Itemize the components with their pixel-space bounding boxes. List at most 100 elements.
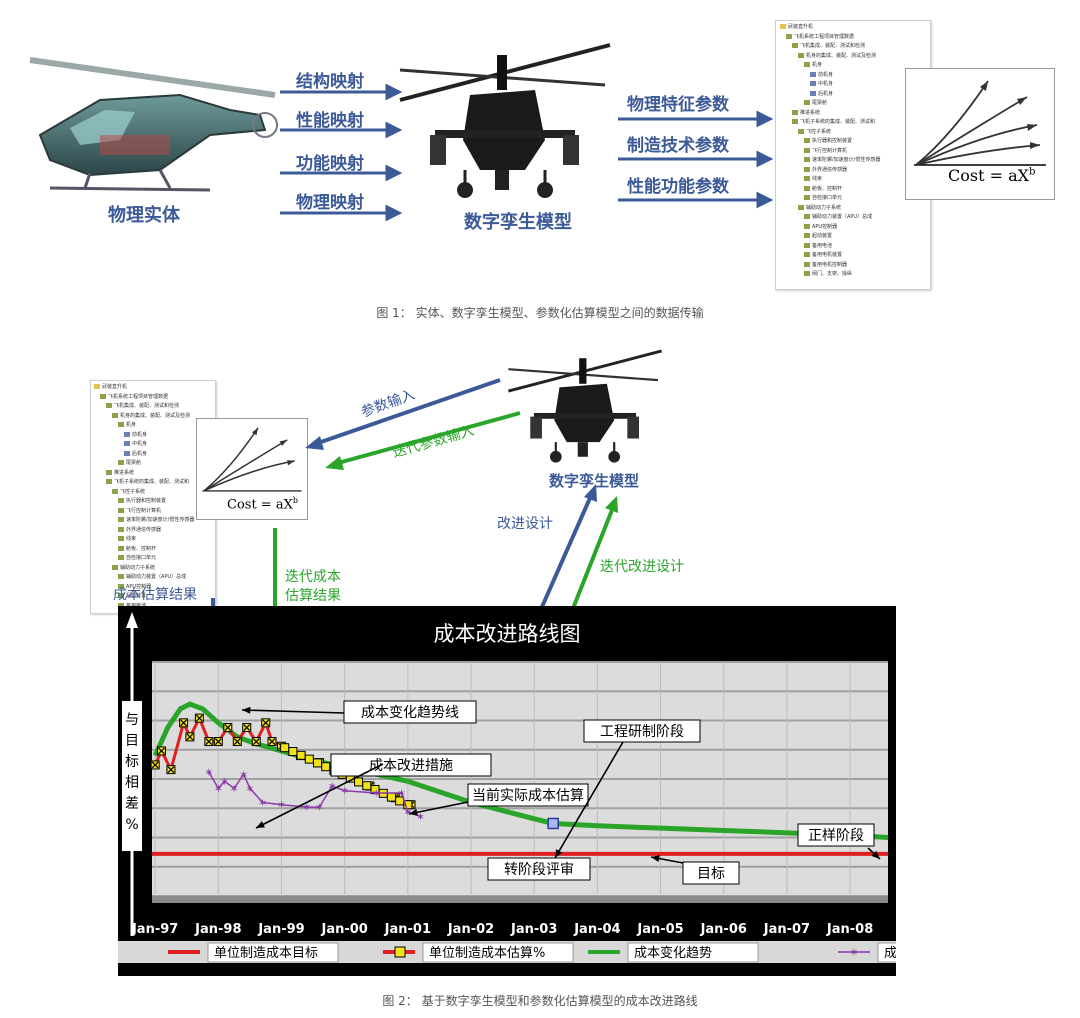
tree-item[interactable]: 机身 [780,61,928,71]
tree-item[interactable]: 后机身 [780,90,928,100]
tree-item-label: 执行器和控制装置 [812,138,853,144]
tree-item[interactable]: 飞机集成、装配、测试和检测 [780,42,928,52]
tree-item[interactable]: 辅助动力子系统 [780,204,928,214]
tree-item[interactable]: 前机身 [94,431,213,441]
callout-target: 目标 [697,866,725,882]
tree-item[interactable]: 线束 [94,535,213,545]
tree-item[interactable]: 速率陀螺/加速度计/惯性传感器 [94,516,213,526]
node-icon [804,271,810,276]
legend-label-0: 单位制造成本目标 [214,946,318,961]
estimate-point-x [252,738,260,745]
x-tick-label: Jan-98 [194,922,241,937]
tree-item[interactable]: 飞机子系统的集成、装配、测试和 [94,478,213,488]
node-icon [124,441,130,446]
ylabel-char: 与 [125,712,139,728]
tree-item[interactable]: APU控制器 [780,223,928,233]
helicopter-photo-icon [29,57,278,192]
tree-item[interactable]: 中机身 [94,440,213,450]
tree-item[interactable]: 飞控子系统 [780,128,928,138]
iter-cost-result-label-1: 迭代成本 [285,569,341,585]
tree-item[interactable]: 自检接口单元 [94,554,213,564]
iter-improve-design-label: 迭代改进设计 [600,559,684,575]
tree-item[interactable]: 武装直升机 [780,23,928,33]
tree-item[interactable]: 备用电池 [94,602,213,612]
tree-item[interactable]: 舱板、控制杆 [780,185,928,195]
tree-item[interactable]: 舱板、控制杆 [94,545,213,555]
tree-item[interactable]: 机身的集成、装配、测试及检测 [94,412,213,422]
x-tick-label: Jan-06 [700,922,747,937]
node-icon [118,460,124,465]
tree-item-label: 武装直升机 [102,384,128,390]
tree-item[interactable]: 机身的集成、装配、测试及检测 [780,52,928,62]
tree-item[interactable]: 尾梁舱 [780,99,928,109]
tree-item-label: 辅助动力子系统 [120,564,156,571]
tree-item[interactable]: 飞机系统工程项目管理数据 [780,33,928,43]
estimate-point-x [243,724,251,731]
tree-item[interactable]: 飞控子系统 [94,488,213,498]
tree-item-label: 后机身 [132,450,148,457]
tree-item[interactable]: 推进系统 [780,109,928,119]
arrow-measures [255,763,384,829]
tree-item[interactable]: 飞机系统工程项目管理数据 [94,393,213,403]
measure-point: ✶ [315,801,324,814]
cost-curves-icon [914,80,1046,166]
tree-item[interactable]: 中机身 [780,80,928,90]
callout-measures: 成本改进措施 [369,758,453,774]
tree-item-label: 速率陀螺/加速度计/惯性传感器 [126,517,195,523]
tree-item[interactable]: 自检接口单元 [780,194,928,204]
callout-prototype-stage-box [797,823,875,847]
tree-item[interactable]: 后机身 [94,450,213,460]
tree-item[interactable]: 速率陀螺/加速度计/惯性传感器 [780,156,928,166]
estimate-point [280,743,290,753]
digital-twin-label: 数字孪生模型 [464,212,572,233]
tree-item[interactable]: 外界通信传感器 [94,526,213,536]
tree-item[interactable]: 辅助动力装置（APU）总成 [780,213,928,223]
estimate-point-x [151,761,159,769]
formula-main: Cost = aX [948,166,1030,185]
tree-item[interactable]: 尾梁舱 [94,459,213,469]
node-icon [810,90,816,96]
node-icon [106,469,112,475]
tree-item[interactable]: 飞行控制计算机 [94,507,213,517]
tree-item[interactable]: 飞行控制计算机 [780,147,928,157]
node-icon [118,526,124,532]
tree-item[interactable]: 起动装置 [94,592,213,602]
tree-item[interactable]: 阀门、支架、操纵 [780,270,928,280]
node-icon [810,71,816,77]
figure-2-caption: 图 2： 基于数字孪生模型和参数化估算模型的成本改进路线 [382,994,698,1008]
node-icon [804,147,810,153]
tree-item[interactable]: 辅助动力子系统 [94,564,213,574]
x-tick-label: Jan-02 [447,922,494,937]
digital-twin-helicopter-icon [399,43,611,198]
tree-item[interactable]: 武装直升机 [94,383,213,393]
tree-item[interactable]: 执行器和控制装置 [94,497,213,507]
cost-formula-text: Cost = aXb [227,496,298,512]
node-icon [804,252,810,257]
tree-item[interactable]: APU控制器 [94,583,213,593]
tree-item-label: 飞控子系统 [806,128,832,135]
y-axis-arrow-head [126,612,138,628]
measure-point: ✶ [230,782,239,795]
estimate-point [403,800,413,810]
node-icon [112,488,118,494]
tree-item[interactable]: 备用电机装置 [780,251,928,261]
tree-item[interactable]: 备用电机控制器 [780,261,928,271]
tree-item[interactable]: 备用电池 [780,242,928,252]
tree-item[interactable]: 前机身 [780,71,928,81]
tree-item-label: 飞机集成、装配、测试和检测 [800,43,866,49]
tree-item[interactable]: 飞机集成、装配、测试和检测 [94,402,213,412]
tree-item[interactable]: 飞机子系统的集成、装配、测试和 [780,118,928,128]
tree-item[interactable]: 外界通信传感器 [780,166,928,176]
tree-item[interactable]: 起动装置 [780,232,928,242]
legend-label-box [877,942,896,963]
node-icon [804,100,810,105]
tree-item[interactable]: 辅助动力装置（APU）总成 [94,573,213,583]
tree-item[interactable]: 执行器和控制装置 [780,137,928,147]
arrow-current-estimate-head [409,808,418,816]
tree-item[interactable]: 机身 [94,421,213,431]
trend-marker [547,817,559,830]
node-icon [106,403,112,408]
tree-item[interactable]: 推进系统 [94,469,213,479]
tree-item[interactable]: 线束 [780,175,928,185]
